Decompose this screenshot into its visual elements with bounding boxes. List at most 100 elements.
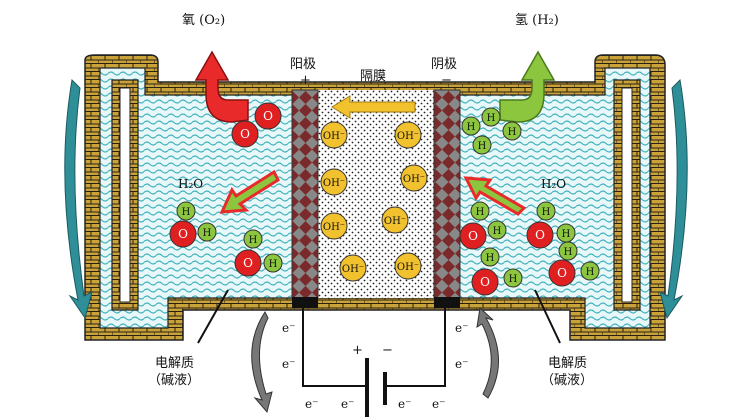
electrolyte-label-right: 电解质 xyxy=(548,356,587,371)
hydrogen-atom-label: H xyxy=(476,207,485,218)
hydrogen-molecule: H xyxy=(487,220,507,240)
oxygen-molecule: O xyxy=(231,120,259,148)
electron-flow-arrow-right xyxy=(476,306,499,399)
water-label-right: H₂O xyxy=(541,177,566,191)
oxygen-molecule: O xyxy=(471,268,499,296)
electrolyte-sublabel-right: （碱液） xyxy=(541,373,593,388)
electron-label: e⁻ xyxy=(341,397,354,411)
hydroxide-migration-arrow xyxy=(331,95,416,119)
electron-label: e⁻ xyxy=(398,397,411,411)
oxygen-atom xyxy=(231,120,259,148)
hydroxide-atom xyxy=(381,206,409,234)
electron-label: e⁻ xyxy=(282,357,295,371)
oxygen-atom-label: O xyxy=(480,275,490,289)
hydrogen-atom-label: H xyxy=(586,267,595,278)
hydrogen-atom-label: H xyxy=(493,226,502,237)
oxygen-label: 氧 (O₂) xyxy=(182,13,225,28)
electrolyte-pointer-left xyxy=(197,289,229,344)
cathode-electrode xyxy=(433,89,461,299)
hydrogen-arrow xyxy=(499,50,556,123)
oxygen-atom xyxy=(234,249,262,277)
oxygen-atom-label: O xyxy=(557,266,567,280)
hydrogen-molecule: H xyxy=(197,222,217,242)
cathode-reaction-arrow xyxy=(463,176,527,216)
oxygen-molecule: O xyxy=(526,221,554,249)
hydroxide-atom-label: OH⁻ xyxy=(323,178,345,189)
electrolyte-pointer-right xyxy=(534,289,561,344)
hydroxide-molecule: OH⁻ xyxy=(320,121,348,149)
hydrogen-molecule: H xyxy=(263,253,283,273)
hydrogen-atom-label: H xyxy=(509,274,518,285)
hydroxide-atom-label: OH⁻ xyxy=(397,131,419,142)
hydrogen-atom-label: H xyxy=(508,127,517,138)
oxygen-atom-label: O xyxy=(240,127,250,141)
hydrogen-molecule: H xyxy=(480,247,500,267)
hydroxide-atom-label: OH⁻ xyxy=(403,174,425,185)
hydrogen-atom-label: H xyxy=(269,259,278,270)
oxygen-atom-label: O xyxy=(263,109,273,123)
hydrogen-atom-label: H xyxy=(562,229,571,240)
hydroxide-atom xyxy=(400,164,428,192)
oxygen-atom-label: O xyxy=(468,229,478,243)
hydrogen-molecule: H xyxy=(503,268,523,288)
hydrogen-atom xyxy=(243,229,263,249)
hydrogen-molecule: H xyxy=(461,116,481,136)
circulation-arrow-right xyxy=(659,78,688,320)
hydrogen-atom xyxy=(580,261,600,281)
cathode-terminal xyxy=(434,297,460,308)
anode-label: 阳极 xyxy=(290,57,316,72)
hydroxide-atom xyxy=(394,121,422,149)
hydroxide-atom xyxy=(339,254,367,282)
electron-label: e⁻ xyxy=(455,321,468,335)
hydrogen-molecule: H xyxy=(176,201,196,221)
electrolyte-sublabel-left: （碱液） xyxy=(148,373,200,388)
hydroxide-atom-label: OH⁻ xyxy=(397,262,419,273)
circuit xyxy=(302,308,446,417)
anode-reaction-arrow xyxy=(219,169,280,214)
hydroxide-atom xyxy=(394,252,422,280)
hydrogen-molecule: H xyxy=(470,201,490,221)
hydroxide-molecule: OH⁻ xyxy=(381,206,409,234)
oxygen-atom-label: O xyxy=(535,228,545,242)
hydroxide-atom xyxy=(320,212,348,240)
electrolyte-label-left: 电解质 xyxy=(155,356,194,371)
oxygen-molecule: O xyxy=(548,259,576,287)
electron-label: e⁻ xyxy=(455,357,468,371)
oxygen-atom xyxy=(526,221,554,249)
hydroxide-atom xyxy=(320,168,348,196)
hydrogen-atom-label: H xyxy=(182,207,191,218)
hydrogen-atom xyxy=(197,222,217,242)
electron-label: e⁻ xyxy=(432,397,445,411)
hydrogen-atom xyxy=(502,121,522,141)
oxygen-molecule: O xyxy=(459,222,487,250)
battery-minus: − xyxy=(382,343,393,358)
battery-plus: + xyxy=(352,343,363,358)
oxygen-atom xyxy=(254,102,282,130)
oxygen-atom xyxy=(471,268,499,296)
hydroxide-molecule: OH⁻ xyxy=(394,121,422,149)
hydrogen-molecule: H xyxy=(472,135,492,155)
hydrogen-atom xyxy=(487,220,507,240)
hydrogen-atom xyxy=(472,135,492,155)
hydrogen-atom-label: H xyxy=(564,247,573,258)
hydrogen-atom xyxy=(461,116,481,136)
water-label-left: H₂O xyxy=(178,177,203,191)
hydrogen-molecule: H xyxy=(243,229,263,249)
hydrogen-atom-label: H xyxy=(486,253,495,264)
electron-flow-arrow-left xyxy=(251,310,273,414)
hydrogen-atom xyxy=(536,201,556,221)
hydroxide-molecule: OH⁻ xyxy=(339,254,367,282)
hydrogen-molecule: H xyxy=(556,223,576,243)
oxygen-atom-label: O xyxy=(178,227,188,241)
hydroxide-atom-label: OH⁻ xyxy=(384,216,406,227)
circulation-arrow-left xyxy=(64,78,93,320)
electron-label: e⁻ xyxy=(305,397,318,411)
anode-terminal xyxy=(292,297,318,308)
hydrogen-molecule: H xyxy=(536,201,556,221)
oxygen-arrow xyxy=(194,50,249,123)
hydrogen-atom-label: H xyxy=(487,113,496,124)
membrane-label: 隔膜 xyxy=(360,69,386,84)
hydrogen-atom-label: H xyxy=(249,235,258,246)
